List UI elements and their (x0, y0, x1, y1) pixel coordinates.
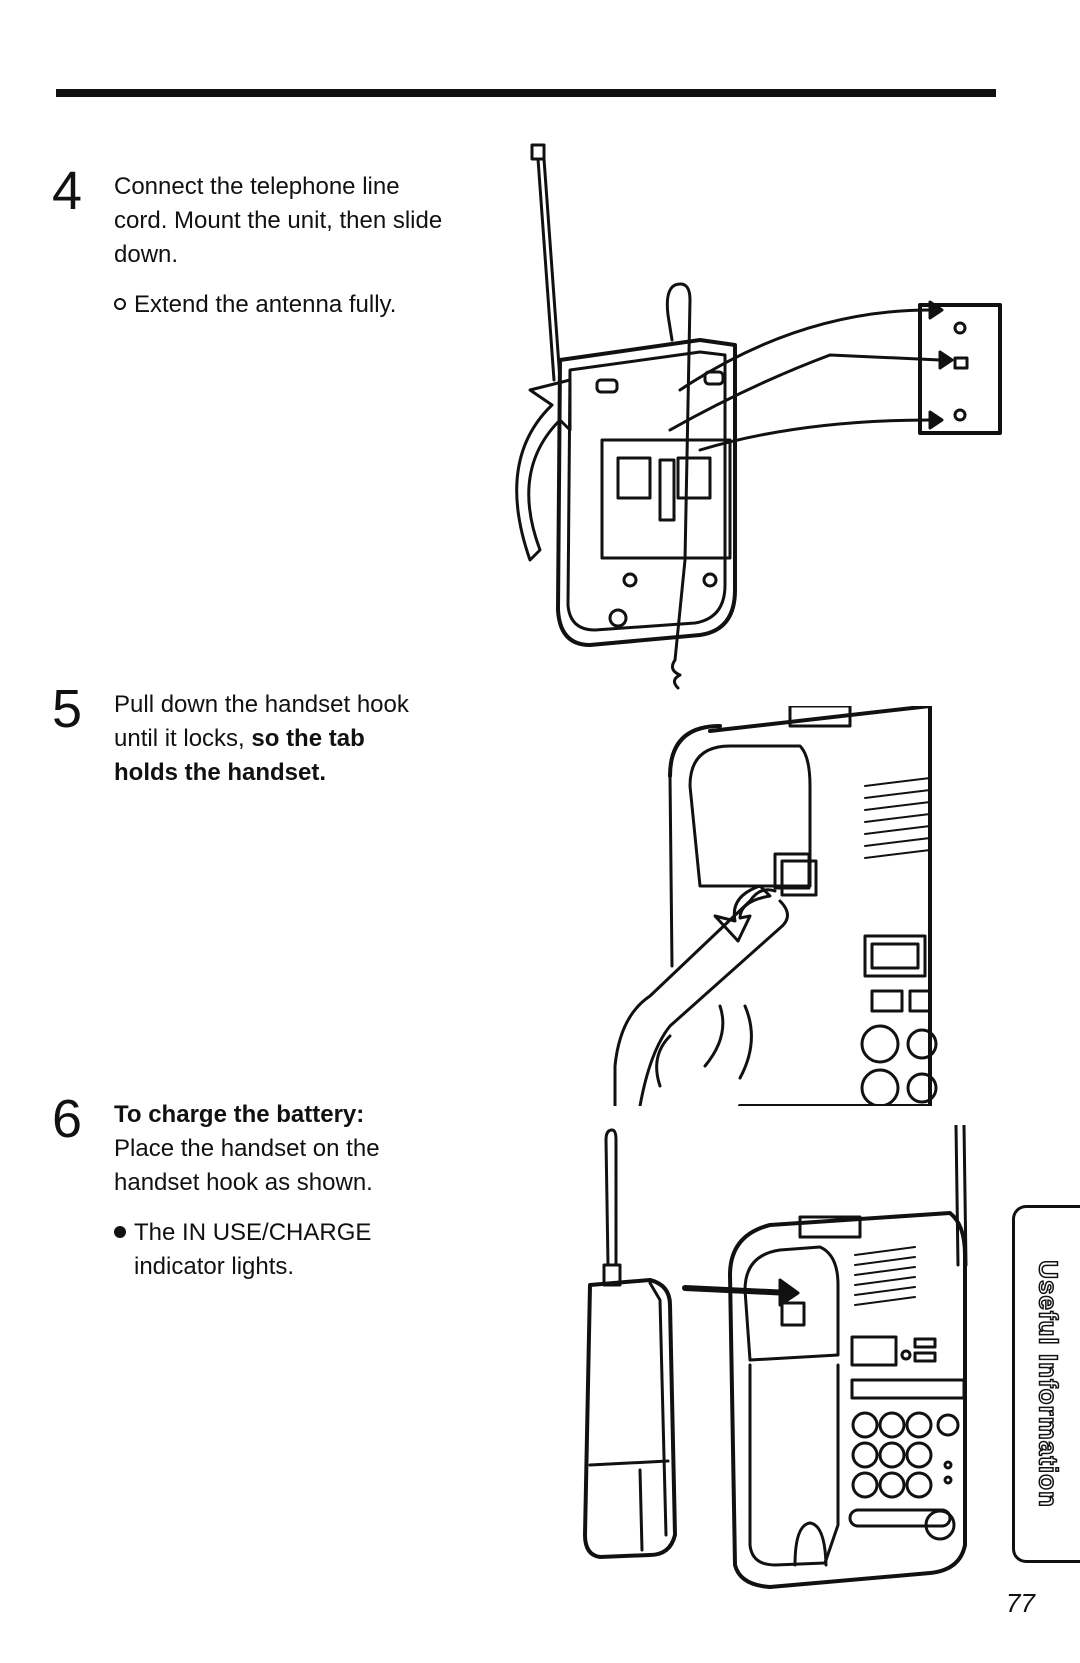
step-line-plain: until it locks, (114, 725, 252, 752)
bullet-item: The IN USE/CHARGE indicator lights. (114, 1216, 554, 1284)
step-number: 4 (52, 161, 83, 221)
step-text: To charge the battery: Place the handset… (114, 1098, 554, 1284)
step-line-bold: so the tab (251, 725, 365, 752)
handset-hook-illustration (613, 706, 938, 1106)
bullet-icon (114, 1225, 126, 1238)
step-line: holds the handset. (114, 756, 554, 790)
step-line: Connect the telephone line (114, 173, 400, 200)
section-tab: Useful Information (1012, 1205, 1080, 1563)
step-text: Connect the telephone line cord. Mount t… (114, 170, 554, 322)
charging-illustration (583, 1125, 968, 1589)
step-text: Pull down the handset hook until it lock… (114, 688, 554, 790)
step-heading: To charge the battery: (114, 1098, 554, 1132)
step-line: down. (114, 241, 179, 268)
step-number: 5 (52, 679, 83, 739)
bullet-text-continued: indicator lights. (134, 1253, 295, 1280)
page-number: 77 (1006, 1588, 1035, 1618)
step-line: until it locks, so the tab (114, 722, 554, 756)
step-line: handset hook as shown. (114, 1169, 373, 1196)
bullet-icon (114, 297, 126, 310)
step-number: 6 (52, 1089, 83, 1149)
antenna-tip (530, 143, 546, 161)
section-tab-label: Useful Information (1032, 1259, 1064, 1508)
top-rule (56, 89, 996, 97)
bullet-text: Extend the antenna fully. (134, 291, 397, 318)
step-line: Place the handset on the (114, 1135, 380, 1162)
step-line: cord. Mount the unit, then slide (114, 207, 443, 234)
bullet-item: Extend the antenna fully. (114, 288, 554, 322)
wall-mount-illustration (515, 143, 1002, 690)
step-line-bold: holds the handset. (114, 759, 327, 786)
step-line: Pull down the handset hook (114, 691, 409, 718)
step-heading-text: To charge the battery: (114, 1101, 365, 1128)
bullet-text: The IN USE/CHARGE (134, 1219, 372, 1246)
